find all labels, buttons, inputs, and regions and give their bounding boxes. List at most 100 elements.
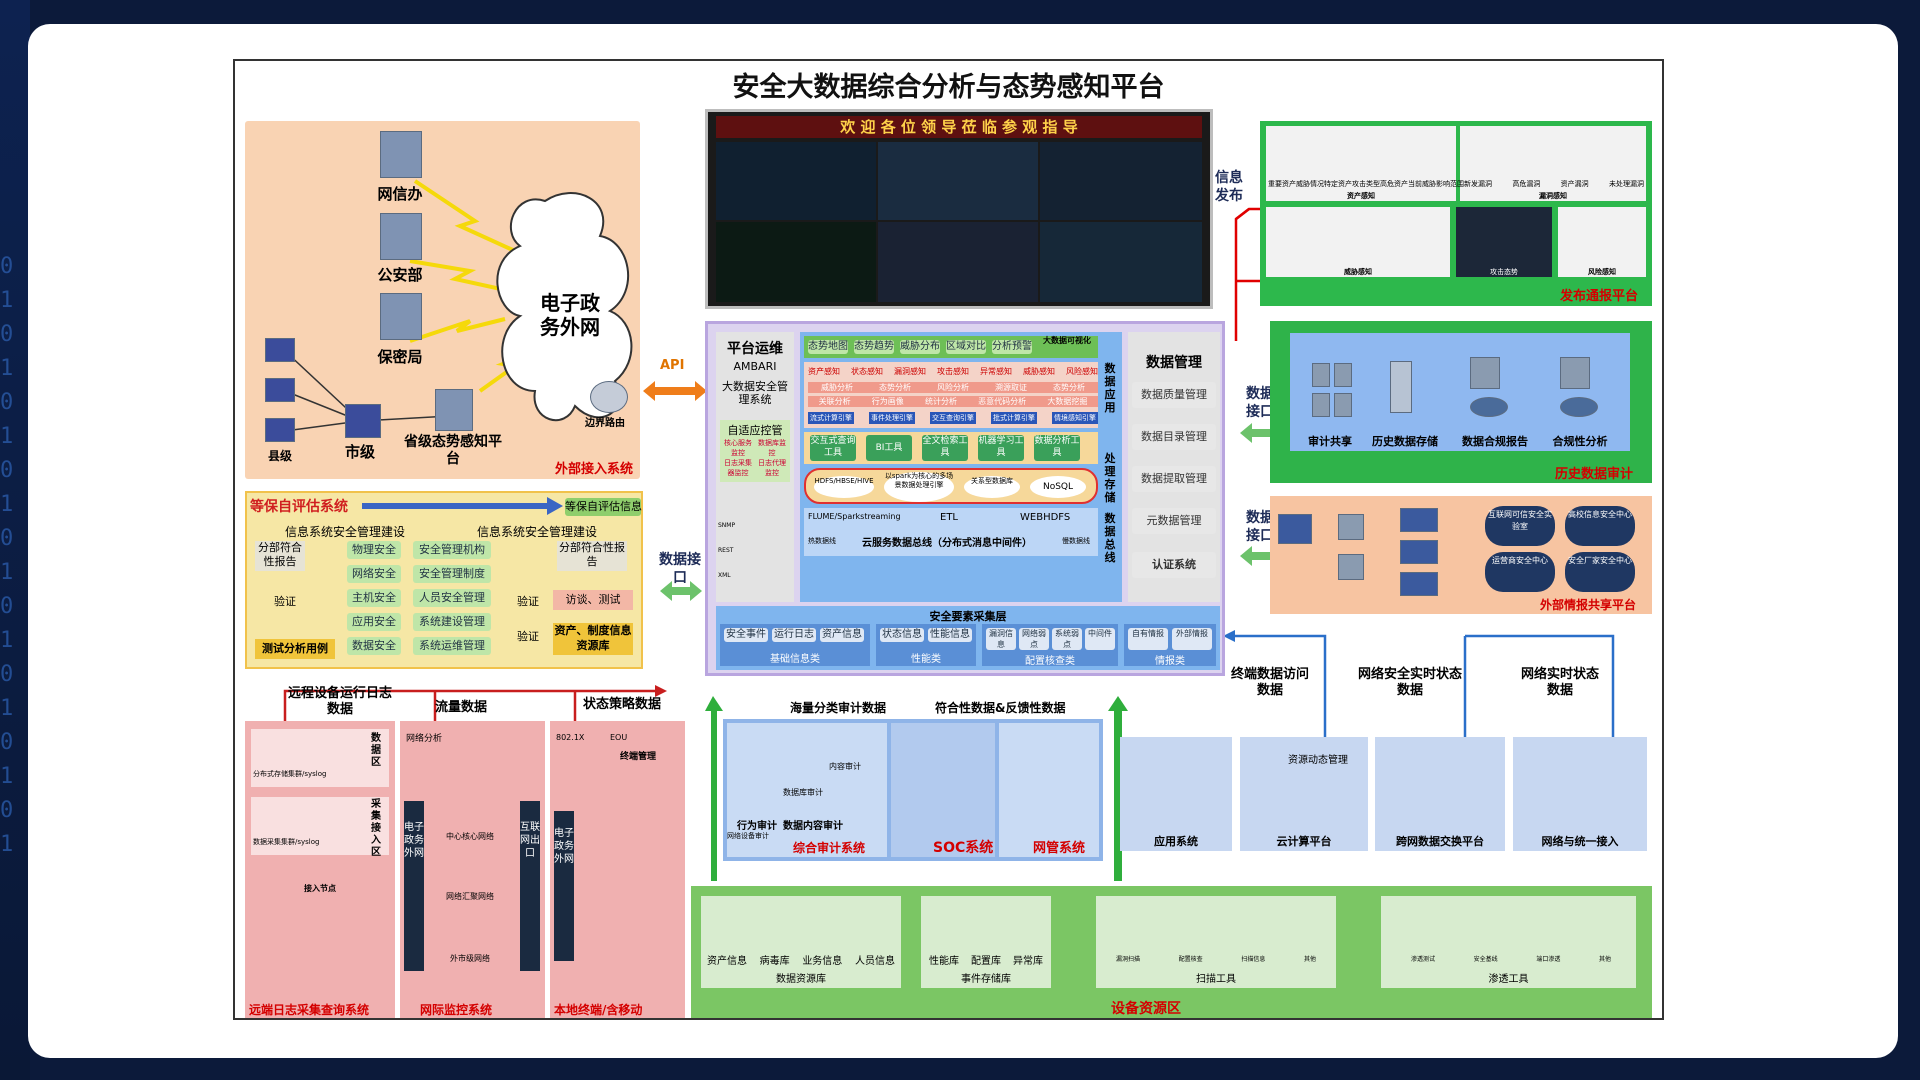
scan-label: 配置核查: [1178, 956, 1203, 963]
store-item: 以spark为核心的多场景数据处理引擎: [884, 472, 954, 502]
perc-item: 攻击感知: [937, 367, 969, 376]
mgmt-org: 安全管理机构: [413, 541, 491, 559]
soc-system-label: SOC系统: [933, 840, 994, 856]
dm-auth: 认证系统: [1132, 552, 1216, 578]
monitor-item: 网络汇聚网络: [446, 892, 494, 901]
mobile-egov: 电子政务外网: [554, 811, 574, 961]
engine-item: 交互查询引擎: [930, 412, 976, 424]
thumb-label: 资产漏洞: [1560, 180, 1589, 188]
pen-label: 渗透测试: [1411, 956, 1436, 963]
viz-item: 威胁分布: [900, 340, 940, 354]
hist-report: 数据合规报告: [1462, 435, 1528, 448]
external-system-label: 外部接入系统: [555, 462, 634, 477]
audit-panel: [727, 723, 887, 857]
massive-label: 海量分类审计数据: [790, 701, 887, 715]
bus-webhdfs: WEBHDFS: [1020, 512, 1071, 523]
router-label: 边界路由: [585, 418, 625, 429]
proc-label: 处理存储: [1104, 452, 1116, 504]
auto-item: 数据库监控: [758, 439, 786, 457]
auto-ctrl-box: 自适应控管 核心服务监控 数据库监控 日志采集器监控 日志代理监控: [720, 420, 790, 482]
event-label: 性能库: [929, 956, 959, 967]
monitor-egov: 电子政务外网: [404, 801, 424, 971]
perc-item: 资产感知: [808, 367, 840, 376]
perc-item: 风险感知: [1066, 367, 1098, 376]
soc-panel: [891, 723, 995, 857]
row-analysis: 威胁分析 态势分析 风险分析 溯源取证 态势分析: [808, 382, 1098, 393]
basic-item: 资产信息: [820, 628, 864, 642]
intel-data-if: 数据接口: [1246, 510, 1274, 544]
diagram-title: 安全大数据综合分析与态势感知平台: [732, 72, 1165, 103]
compliance-label: 符合性数据&反馈性数据: [935, 701, 1066, 715]
report-a: 分部符合性报告: [255, 541, 305, 571]
ops-column: 平台运维 AMBARI 大数据安全管理系统 自适应控管 核心服务监控 数据库监控…: [716, 332, 794, 602]
mine-item: 恶意代码分析: [978, 397, 1027, 406]
building-icon: [380, 131, 422, 178]
scan-labels: 漏洞扫描 配置核查 扫描信息 其他: [1116, 954, 1316, 963]
thumb-label: 当前威胁影响范围: [1408, 180, 1464, 188]
server-icon: [1334, 393, 1352, 417]
server-icon: [1312, 393, 1330, 417]
hist-storage: 历史数据存储: [1372, 435, 1438, 448]
collect-title: 安全要素采集层: [929, 610, 1007, 623]
screen-panel: [1040, 222, 1202, 302]
bus-row: [804, 508, 1098, 556]
cloud-platform-label: 云计算平台: [1276, 835, 1332, 848]
data-app-label: 数据应用: [1104, 362, 1116, 414]
log-zone: 分布式存储集群/syslog 数据区 数据采集集群/syslog 采集接入区 接…: [245, 721, 395, 1018]
mine-item: 大数据挖掘: [1047, 397, 1088, 406]
log-item: 采集接入区: [371, 799, 381, 858]
mgmt-system-label: 网管系统: [1033, 841, 1086, 856]
config-item: 系统弱点: [1052, 628, 1082, 650]
switch-icon: [1470, 357, 1500, 389]
bus-etl: ETL: [940, 512, 958, 523]
db-group-label: 数据资源库: [776, 974, 826, 985]
cloud-icon: [1470, 397, 1508, 417]
intel-system-label: 外部情报共享平台: [1540, 598, 1637, 612]
ana-item: 风险分析: [937, 383, 969, 392]
unified-box: 网络与统一接入: [1513, 737, 1647, 851]
audit-data: 数据内容审计: [783, 821, 843, 832]
ana-item: 态势分析: [879, 383, 911, 392]
server-icon: [1338, 554, 1364, 580]
engine-item: 事件处理引擎: [869, 412, 915, 424]
tech-network: 网络安全: [347, 565, 401, 583]
db-group-box: 资产信息 病毒库 业务信息 人员信息 数据资源库: [701, 896, 901, 988]
log-item: 数据采集集群/syslog: [253, 838, 320, 846]
audit-netdev: 网络设备审计: [727, 832, 769, 840]
mine-item: 行为画像: [871, 397, 904, 406]
basic-item: 运行日志: [772, 628, 816, 642]
attack-label: 攻击态势: [1490, 268, 1518, 276]
pen-label: 其他: [1598, 956, 1611, 963]
engine-item: 批式计算引擎: [991, 412, 1037, 424]
auto-item: 日志代理监控: [758, 459, 786, 477]
group-basic-label: 基础信息类: [770, 654, 820, 665]
info-publish-label: 信息发布: [1215, 170, 1243, 204]
server-icon: [265, 378, 295, 402]
history-data-if: 数据接口: [1246, 386, 1274, 420]
api-label: API: [660, 358, 685, 373]
verify-a: 验证: [274, 595, 296, 608]
storage-icon: [1390, 361, 1412, 413]
proto-rest: REST: [718, 547, 734, 554]
history-system-label: 历史数据审计: [1555, 467, 1634, 482]
collect-layer: 安全要素采集层 安全事件 运行日志 资产信息 基础信息类 状态信息 性能信息 性…: [716, 606, 1220, 670]
auto-item: 核心服务监控: [724, 439, 752, 457]
firewall-icon: [1400, 540, 1438, 564]
audit-content: 内容审计: [829, 762, 861, 771]
tool-item: 交互式查询工具: [810, 435, 856, 461]
db-label: 人员信息: [854, 956, 895, 967]
res-mgmt-label: 资源动态管理: [1288, 755, 1348, 766]
resource-zone: 资产信息 病毒库 业务信息 人员信息 数据资源库 性能库 配置库 异常库 事件存…: [691, 886, 1652, 1018]
monitor-system-label: 网际监控系统: [420, 1003, 493, 1017]
eval-info-tag: 等保自评估信息: [565, 498, 642, 516]
verify-b: 验证: [517, 595, 539, 608]
threat-label: 威胁感知: [1344, 268, 1372, 276]
bus-hot: 热数据线: [808, 537, 836, 545]
perf-item: 状态信息: [880, 628, 924, 642]
pub-thumb: [1456, 207, 1552, 277]
diagram-frame: 安全大数据综合分析与态势感知平台 网信办 公安部 保密局 县级 市级 省级态势感…: [233, 59, 1664, 1020]
assets-repo: 资产、制度信息资源库: [553, 623, 633, 655]
thumb-label: 高危漏洞: [1512, 180, 1541, 188]
ana-item: 态势分析: [1053, 383, 1085, 392]
core-platform: 平台运维 AMBARI 大数据安全管理系统 自适应控管 核心服务监控 数据库监控…: [705, 321, 1225, 676]
